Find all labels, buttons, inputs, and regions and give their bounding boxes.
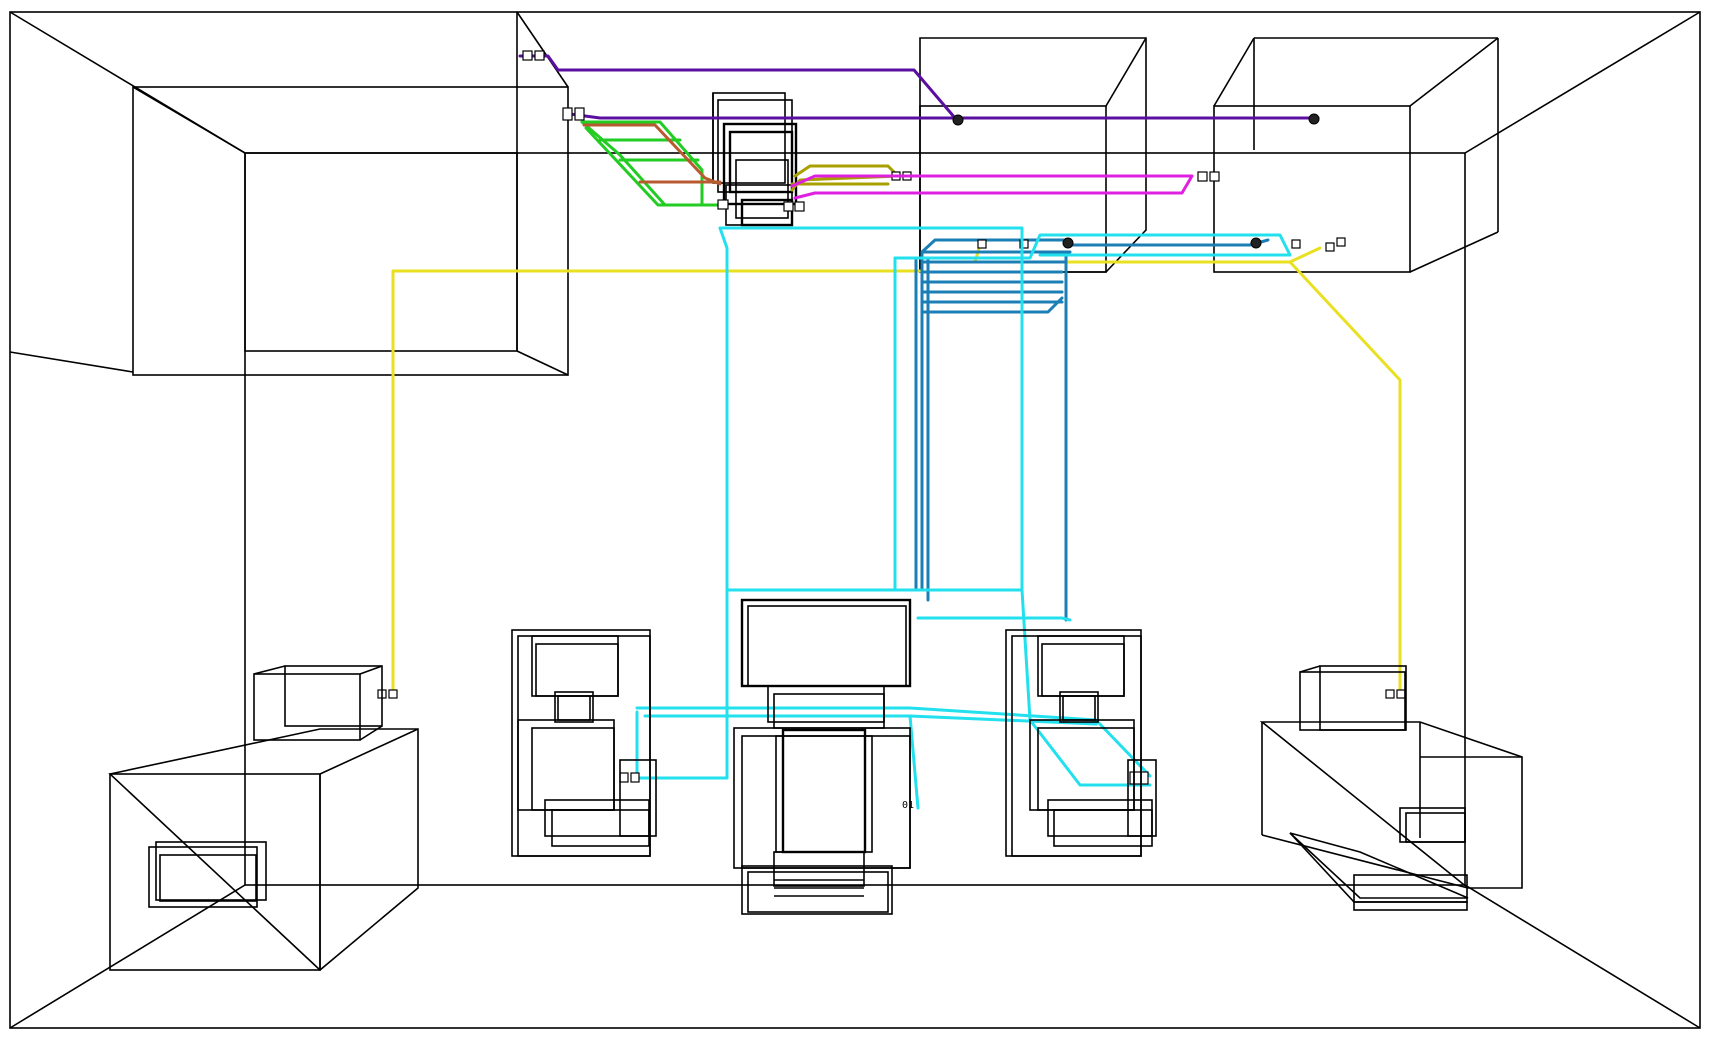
cabinet-top-right: [1213, 37, 1499, 273]
magenta-connector-b: [1209, 171, 1220, 182]
cabinet-top-left: [132, 11, 569, 376]
cable-magenta: [783, 171, 1220, 212]
cabinet-top-middle: [919, 37, 1147, 273]
magenta-connector-d: [794, 201, 805, 212]
device-cluster-top: [712, 92, 798, 227]
purple-connector-b: [534, 50, 545, 61]
purple-connector-a: [522, 50, 533, 61]
cable-yellow: [377, 237, 1406, 699]
purple-connector-c: [562, 107, 573, 121]
teal-connector-c: [1291, 239, 1301, 249]
teal-node-b: [1250, 237, 1262, 249]
magenta-connector-a: [1197, 171, 1208, 182]
desk-right: [1259, 665, 1523, 911]
teal-connector-a: [977, 239, 987, 249]
console-center: 01: [733, 598, 914, 915]
yellow-connector-right-a: [1385, 689, 1395, 699]
room: [9, 11, 1701, 1029]
purple-node-right: [1308, 113, 1320, 125]
desk-left: [108, 665, 419, 972]
purple-connector-d: [574, 107, 585, 121]
cable-purple: [518, 50, 1320, 126]
yellow-connector-left-b: [388, 689, 398, 699]
cyan-connector-left-a: [619, 772, 629, 783]
teal-connector-b: [1019, 239, 1029, 249]
purple-node-mid: [952, 114, 964, 126]
cyan-connector-right: [1129, 771, 1149, 785]
cable-tray: [914, 237, 1301, 622]
yellow-connector-top-a: [1325, 242, 1335, 252]
green-connector: [717, 199, 729, 210]
seat-left: [511, 629, 657, 857]
yellow-connector-right-b: [1396, 689, 1406, 699]
yellow-connector-top-b: [1336, 237, 1346, 247]
cable-green: [580, 120, 729, 210]
cyan-connector-left-b: [630, 772, 640, 783]
cable-cyan: [619, 226, 1292, 810]
magenta-connector-c: [783, 201, 794, 212]
seat-right: [1005, 629, 1157, 857]
console-tag-label: 01: [902, 800, 914, 811]
cable-brown: [582, 123, 722, 186]
teal-node-a: [1062, 237, 1074, 249]
